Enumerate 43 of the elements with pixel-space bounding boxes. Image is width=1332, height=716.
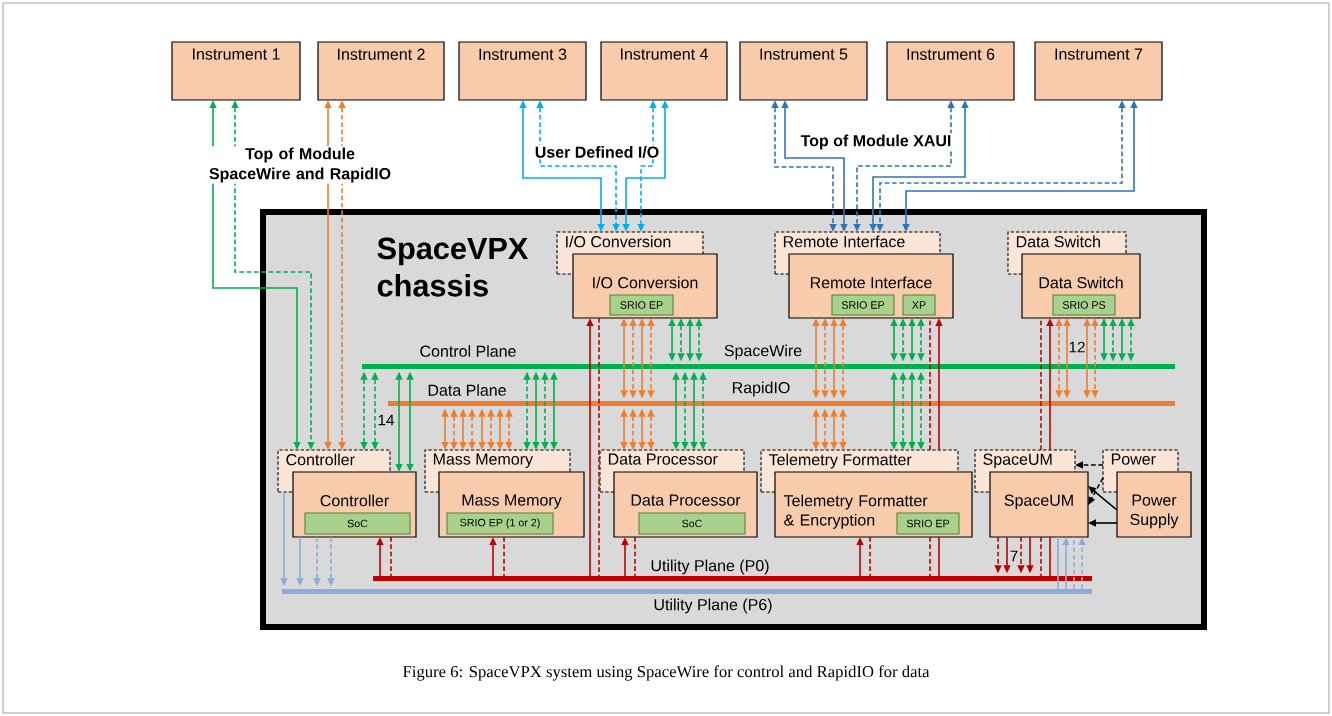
bus-label: Utility Plane (P0): [651, 559, 769, 575]
module-box: SpaceUM: [989, 471, 1089, 538]
connector-line: [1057, 536, 1059, 590]
connector-line: [390, 536, 392, 577]
chip-box: SRIO PS: [1052, 294, 1116, 316]
bus-label: Data Plane: [428, 384, 506, 396]
chip-box: SoC: [304, 512, 411, 535]
chip-box: SoC: [638, 512, 746, 535]
count-label: 7: [1010, 550, 1018, 562]
instrument-box: Instrument 3: [458, 41, 587, 101]
connector-line: [634, 536, 636, 577]
instrument-box: Instrument 4: [600, 41, 728, 101]
annotation-label: User Defined I/O: [533, 144, 661, 160]
chip-box: SRIO EP (1 or 2): [446, 512, 554, 535]
instrument-box: Instrument 7: [1034, 41, 1163, 101]
connector-line: [869, 536, 871, 577]
figure-caption: Figure 6: SpaceVPX system using SpaceWire for control and RapidIO for data: [403, 665, 930, 681]
arrow: [1088, 477, 1104, 505]
connector-line: [929, 536, 931, 577]
annotation-label: Top of Module XAUI: [799, 133, 953, 151]
chip-box: SRIO EP: [896, 512, 960, 535]
module-box: Power Supply: [1116, 471, 1192, 538]
connector-line: [503, 536, 505, 577]
chip-box: SRIO EP: [831, 294, 895, 316]
annotation-label: Top of Module SpaceWire and RapidIO: [205, 146, 395, 184]
instrument-box: Instrument 5: [739, 41, 868, 101]
count-label: 14: [378, 414, 395, 426]
bus-label: Utility Plane (P6): [654, 598, 772, 614]
count-label: 12: [1069, 341, 1085, 353]
bus-label: SpaceWire: [724, 344, 802, 360]
arrow: [1088, 486, 1118, 511]
chip-box: SRIO EP: [609, 294, 674, 316]
connector-line: [1073, 536, 1075, 590]
instrument-box: Instrument 6: [886, 41, 1015, 101]
instrument-box: Instrument 2: [317, 41, 445, 101]
chip-box: XP: [902, 294, 936, 316]
connector-line: [938, 536, 940, 577]
instrument-box: Instrument 1: [171, 41, 301, 101]
bus-label: RapidIO: [733, 381, 790, 397]
connector-line: [1049, 536, 1051, 577]
connector-line: [598, 317, 600, 577]
connector-line: [1040, 536, 1042, 577]
bus-label: Control Plane: [420, 345, 516, 357]
